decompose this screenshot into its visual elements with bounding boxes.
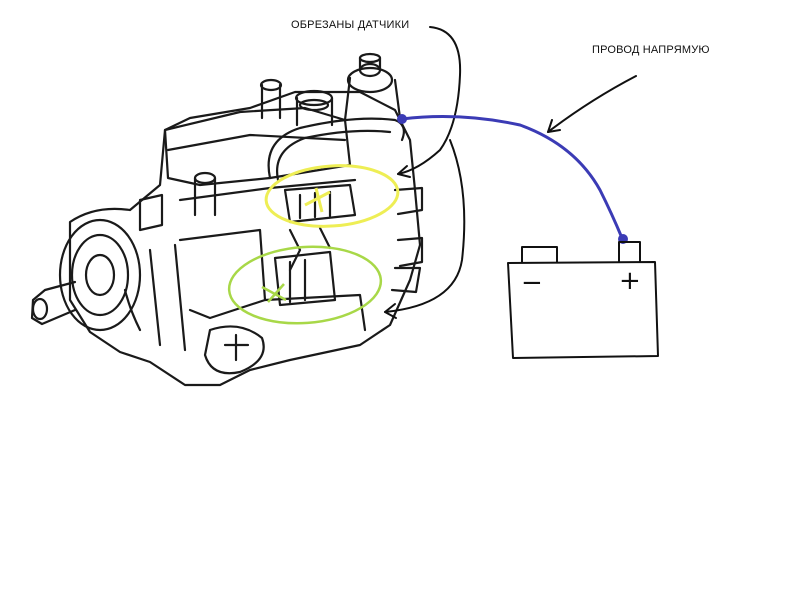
injection-pump <box>30 52 424 387</box>
battery-plus-terminal-label: + <box>619 266 641 296</box>
sensors-callout-arrow <box>384 26 466 319</box>
lower-sensor-highlight <box>227 245 383 325</box>
battery <box>507 241 659 359</box>
direct-wire <box>397 114 628 244</box>
cut-sensors-label: ОБРЕЗАНЫ ДАТЧИКИ <box>291 19 410 31</box>
wire-callout-arrow <box>547 75 637 133</box>
battery-minus-terminal-label: − <box>521 268 543 298</box>
direct-wire-label: ПРОВОД НАПРЯМУЮ <box>592 44 710 56</box>
upper-sensor-highlight <box>264 164 400 228</box>
